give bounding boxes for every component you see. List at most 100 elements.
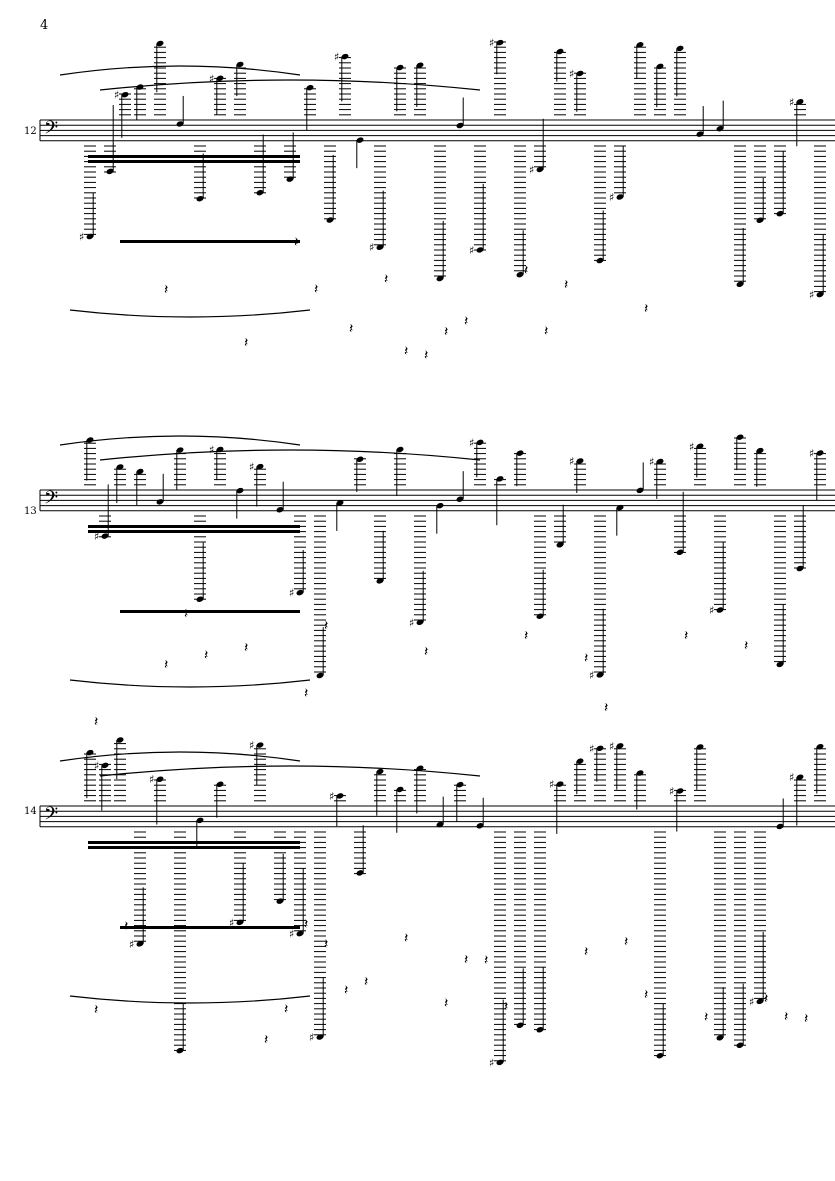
notehead (216, 75, 224, 82)
notehead (636, 770, 644, 776)
measure-number: 14 (24, 806, 37, 817)
notehead (516, 1022, 524, 1028)
quarter-rest-icon: 𝄽 (304, 686, 308, 702)
quarter-rest-icon: 𝄽 (349, 321, 353, 337)
beam (88, 841, 300, 844)
notehead (556, 781, 564, 787)
score-system-12: 12 (0, 0, 835, 380)
slur (59, 435, 301, 446)
notehead (536, 166, 544, 173)
notehead (336, 793, 344, 799)
slur (59, 65, 301, 76)
notehead (516, 271, 524, 278)
notehead (236, 61, 244, 68)
sharp-icon: ♯ (549, 778, 554, 791)
quarter-rest-icon: 𝄽 (504, 999, 508, 1015)
notehead (236, 919, 244, 926)
notehead (736, 434, 744, 440)
score-system-14: 14 (0, 740, 835, 1140)
quarter-rest-icon: 𝄽 (324, 937, 328, 953)
quarter-rest-icon: 𝄽 (804, 1011, 808, 1027)
notehead (696, 131, 704, 137)
notehead (156, 776, 164, 782)
quarter-rest-icon: 𝄽 (524, 628, 528, 644)
notehead (596, 745, 604, 752)
sharp-icon: ♯ (94, 759, 99, 772)
sharp-icon: ♯ (409, 616, 414, 629)
notehead (101, 762, 109, 769)
sharp-icon: ♯ (149, 773, 154, 786)
sharp-icon: ♯ (249, 461, 254, 474)
notehead (116, 464, 124, 470)
quarter-rest-icon: 𝄽 (314, 281, 318, 297)
notehead (676, 549, 684, 556)
quarter-rest-icon: 𝄽 (364, 974, 368, 990)
quarter-rest-icon: 𝄽 (384, 272, 388, 288)
notehead (716, 607, 724, 613)
sharp-icon: ♯ (469, 244, 474, 257)
notehead (756, 447, 764, 454)
quarter-rest-icon: 𝄽 (164, 282, 168, 298)
sharp-icon: ♯ (249, 739, 254, 752)
notehead (196, 817, 204, 824)
quarter-rest-icon: 𝄽 (94, 714, 98, 730)
quarter-rest-icon: 𝄽 (604, 700, 608, 716)
sharp-icon: ♯ (589, 669, 594, 682)
notehead (736, 1042, 744, 1049)
notehead (756, 217, 764, 223)
sharp-icon: ♯ (809, 447, 814, 460)
notehead (656, 63, 664, 70)
notehead (156, 499, 164, 505)
notehead (636, 487, 644, 494)
notehead (776, 661, 784, 668)
beam (88, 160, 300, 163)
measure-number: 13 (24, 506, 37, 517)
quarter-rest-icon: 𝄽 (564, 277, 568, 293)
notehead (776, 823, 784, 830)
notehead (676, 45, 684, 52)
notehead (121, 91, 129, 98)
notehead (496, 39, 504, 46)
quarter-rest-icon: 𝄽 (164, 657, 168, 673)
slur (69, 679, 311, 688)
bass-clef-icon: 𝄢 (44, 488, 58, 513)
sharp-icon: ♯ (334, 51, 339, 64)
sharp-icon: ♯ (209, 444, 214, 457)
notehead (456, 781, 464, 788)
notehead (696, 443, 704, 450)
sharp-icon: ♯ (229, 916, 234, 929)
notehead (516, 450, 524, 456)
quarter-rest-icon: 𝄽 (124, 918, 128, 934)
sharp-icon: ♯ (289, 928, 294, 941)
measure-number: 12 (24, 126, 37, 137)
notehead (696, 744, 704, 750)
notehead (256, 463, 264, 470)
quarter-rest-icon: 𝄽 (484, 953, 488, 969)
notehead (326, 217, 334, 223)
quarter-rest-icon: 𝄽 (204, 647, 208, 663)
quarter-rest-icon: 𝄽 (244, 335, 248, 351)
notehead (196, 596, 204, 602)
sharp-icon: ♯ (649, 456, 654, 469)
notehead (656, 458, 664, 465)
notehead (376, 244, 384, 250)
notehead (636, 42, 644, 48)
quarter-rest-icon: 𝄽 (294, 235, 298, 251)
notehead (101, 533, 109, 539)
quarter-rest-icon: 𝄽 (684, 628, 688, 644)
sharp-icon: ♯ (79, 231, 84, 244)
sharp-icon: ♯ (309, 1031, 314, 1044)
sharp-icon: ♯ (809, 289, 814, 302)
notehead (336, 500, 344, 506)
slur (99, 449, 481, 461)
sharp-icon: ♯ (669, 785, 674, 798)
slur (99, 79, 481, 91)
notehead (296, 589, 304, 596)
notehead (796, 99, 804, 105)
notehead (116, 737, 124, 743)
notehead (816, 291, 824, 298)
notehead (536, 1026, 544, 1033)
notehead (756, 998, 764, 1005)
quarter-rest-icon: 𝄽 (404, 344, 408, 360)
